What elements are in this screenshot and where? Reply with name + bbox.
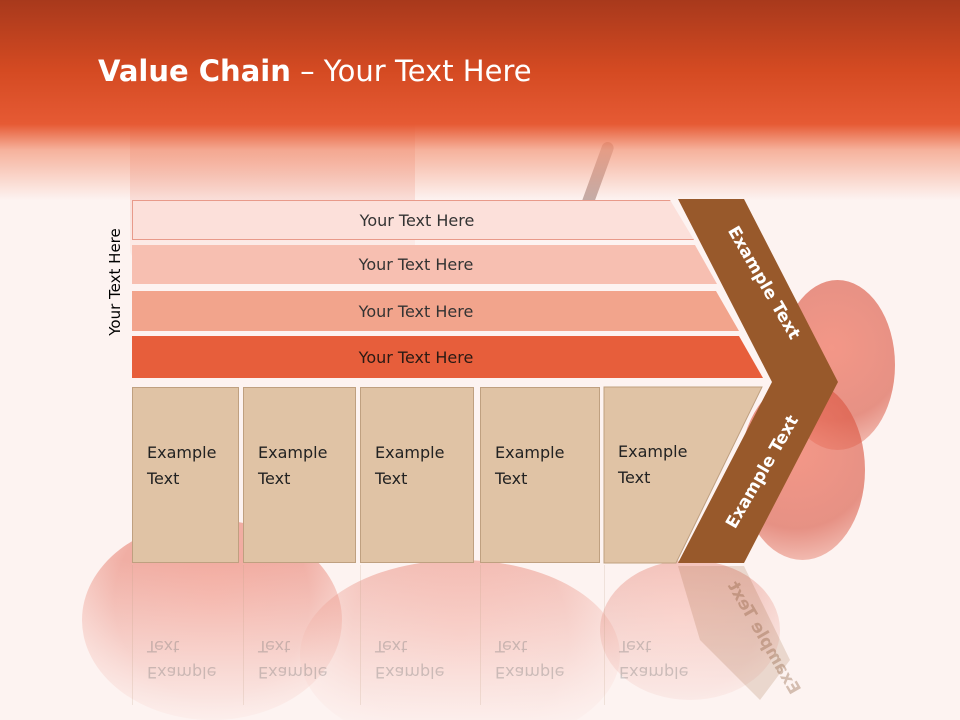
column-reflection: Example Text (360, 565, 474, 705)
bar-label: Your Text Here (358, 301, 474, 321)
bar-label: Your Text Here (358, 255, 474, 274)
title-bar (0, 0, 960, 200)
column-reflection: Example Text (243, 565, 356, 705)
column-text: Example Text (375, 443, 445, 488)
support-bar-4[interactable]: Your Text Here (132, 336, 763, 378)
title-bold: Value Chain (98, 54, 291, 88)
activity-column-3[interactable]: Example Text (360, 387, 474, 563)
column-reflection: Example Text (480, 565, 600, 705)
activity-column-2[interactable]: Example Text (243, 387, 356, 563)
chevron-reflection (678, 566, 790, 700)
slide-title[interactable]: Value Chain – Your Text Here (98, 54, 532, 88)
bottom-fade (0, 560, 960, 720)
column-reflection: Example Text (604, 565, 704, 705)
support-bar-2[interactable]: Your Text Here (132, 245, 717, 284)
column-text: Example Text (258, 443, 328, 488)
activity-column-5[interactable]: Example Text (604, 387, 734, 563)
bar-label: Your Text Here (359, 210, 475, 230)
support-bar-1[interactable]: Your Text Here (132, 200, 694, 240)
bar-label: Your Text Here (358, 347, 474, 367)
activity-column-1[interactable]: Example Text (132, 387, 239, 563)
margin-chevron (678, 199, 838, 563)
title-rest: – Your Text Here (290, 54, 532, 88)
activity-column-4[interactable]: Example Text (480, 387, 600, 563)
column-reflection: Example Text (132, 565, 239, 705)
column-5-shape (603, 386, 763, 564)
column-text: Example Text (147, 443, 217, 488)
column-text: Example Text (618, 442, 688, 487)
column-text: Example Text (495, 443, 565, 488)
support-bar-3[interactable]: Your Text Here (132, 291, 739, 331)
